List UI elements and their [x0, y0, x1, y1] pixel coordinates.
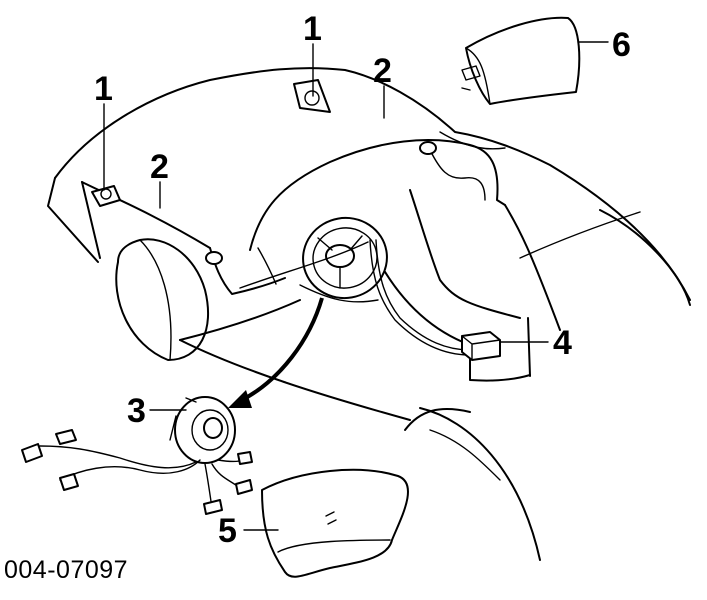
- callout-1-top: 1: [303, 10, 322, 48]
- knee-bolster-cover: [115, 238, 210, 361]
- front-sensor-left: [91, 185, 121, 207]
- clip-top: [419, 141, 437, 155]
- clock-spring: [21, 396, 253, 515]
- callout-1-left: 1: [94, 70, 113, 108]
- passenger-airbag-module: [461, 16, 581, 105]
- callout-4: 4: [553, 324, 572, 362]
- driver-airbag-module: [261, 468, 409, 578]
- callout-2-left: 2: [150, 148, 169, 186]
- removal-arrow: [228, 297, 324, 408]
- callout-6: 6: [612, 26, 631, 64]
- callout-5: 5: [218, 512, 237, 550]
- leader-lines: [103, 41, 609, 531]
- callout-2-top: 2: [373, 52, 392, 90]
- diagnostic-module: [461, 331, 501, 361]
- airbag-wire-harness: [239, 239, 471, 356]
- diagram-code: 004-07097: [4, 556, 129, 584]
- instrument-panel: [47, 67, 691, 561]
- clip-left: [205, 251, 223, 265]
- callout-3: 3: [127, 392, 146, 430]
- front-sensor-top: [293, 79, 331, 113]
